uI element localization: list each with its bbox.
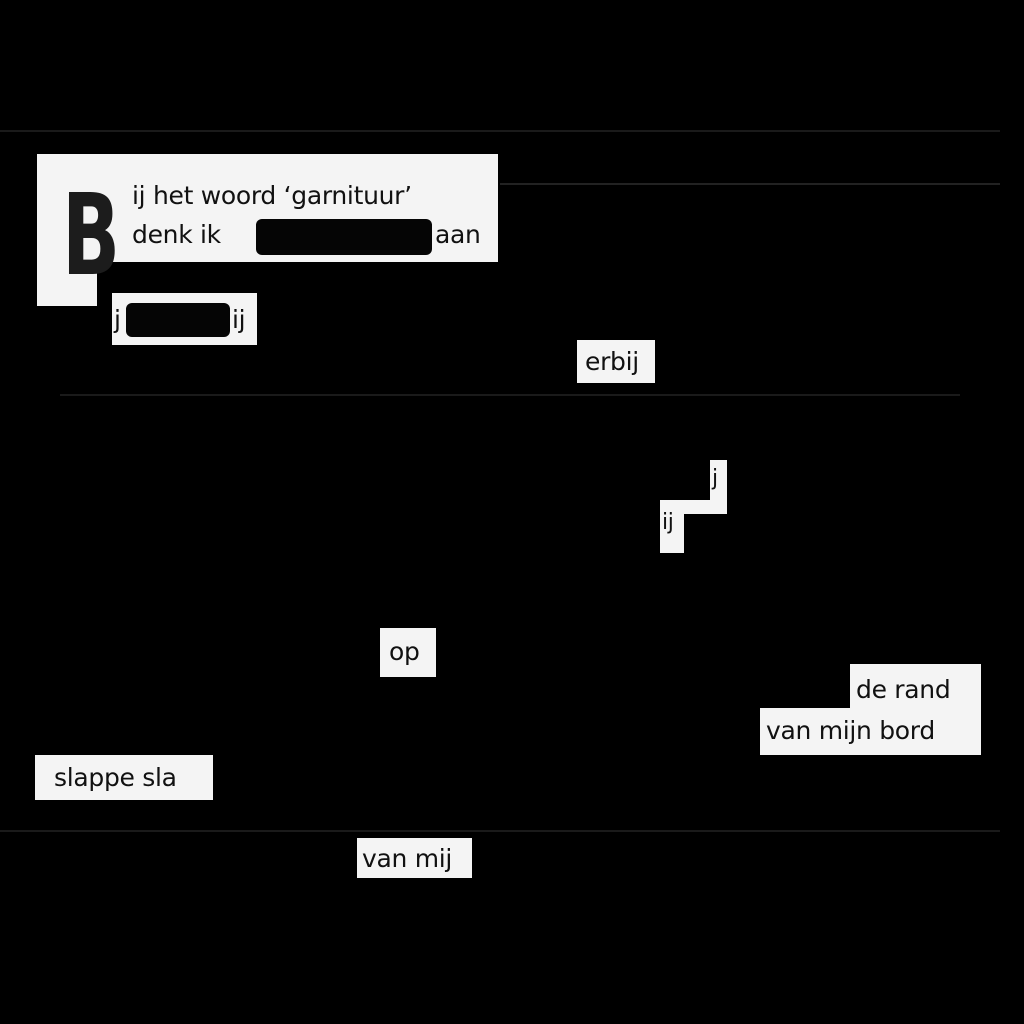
intro-line-2-after: aan [435,220,481,249]
fragment-de-rand: de rand [850,664,981,712]
redaction-bar [126,303,230,337]
fragment-text: de rand [856,675,951,704]
fragment-text: slappe sla [54,763,177,792]
fragment-ij-lower: ij [662,510,674,535]
faint-line [0,130,1000,132]
fragment-ij: ij [232,305,246,334]
fragment-erbij: erbij [577,340,655,383]
intro-line-1: ij het woord ‘garnituur’ [132,181,412,210]
fragment-van-mij: van mij [357,838,472,878]
fragment-j-upper: j [712,466,718,491]
fragment-j: j [114,305,121,334]
faint-line [60,394,960,396]
fragment-slappe-sla: slappe sla [35,755,213,800]
fragment-van-mijn-bord: van mijn bord [760,708,981,755]
fragment-text: erbij [585,347,639,376]
fragment-text: van mij [362,844,453,873]
faint-line [500,183,1000,185]
intro-line-2-before: denk ik [132,220,221,249]
fragment-text: op [389,637,420,666]
fragment-op: op [380,628,436,677]
drop-cap: B [62,171,121,301]
fragment-j-ij: j ij [112,293,257,345]
faint-line [0,830,1000,832]
fragment-text: van mijn bord [766,716,935,745]
redaction-bar [256,219,432,255]
